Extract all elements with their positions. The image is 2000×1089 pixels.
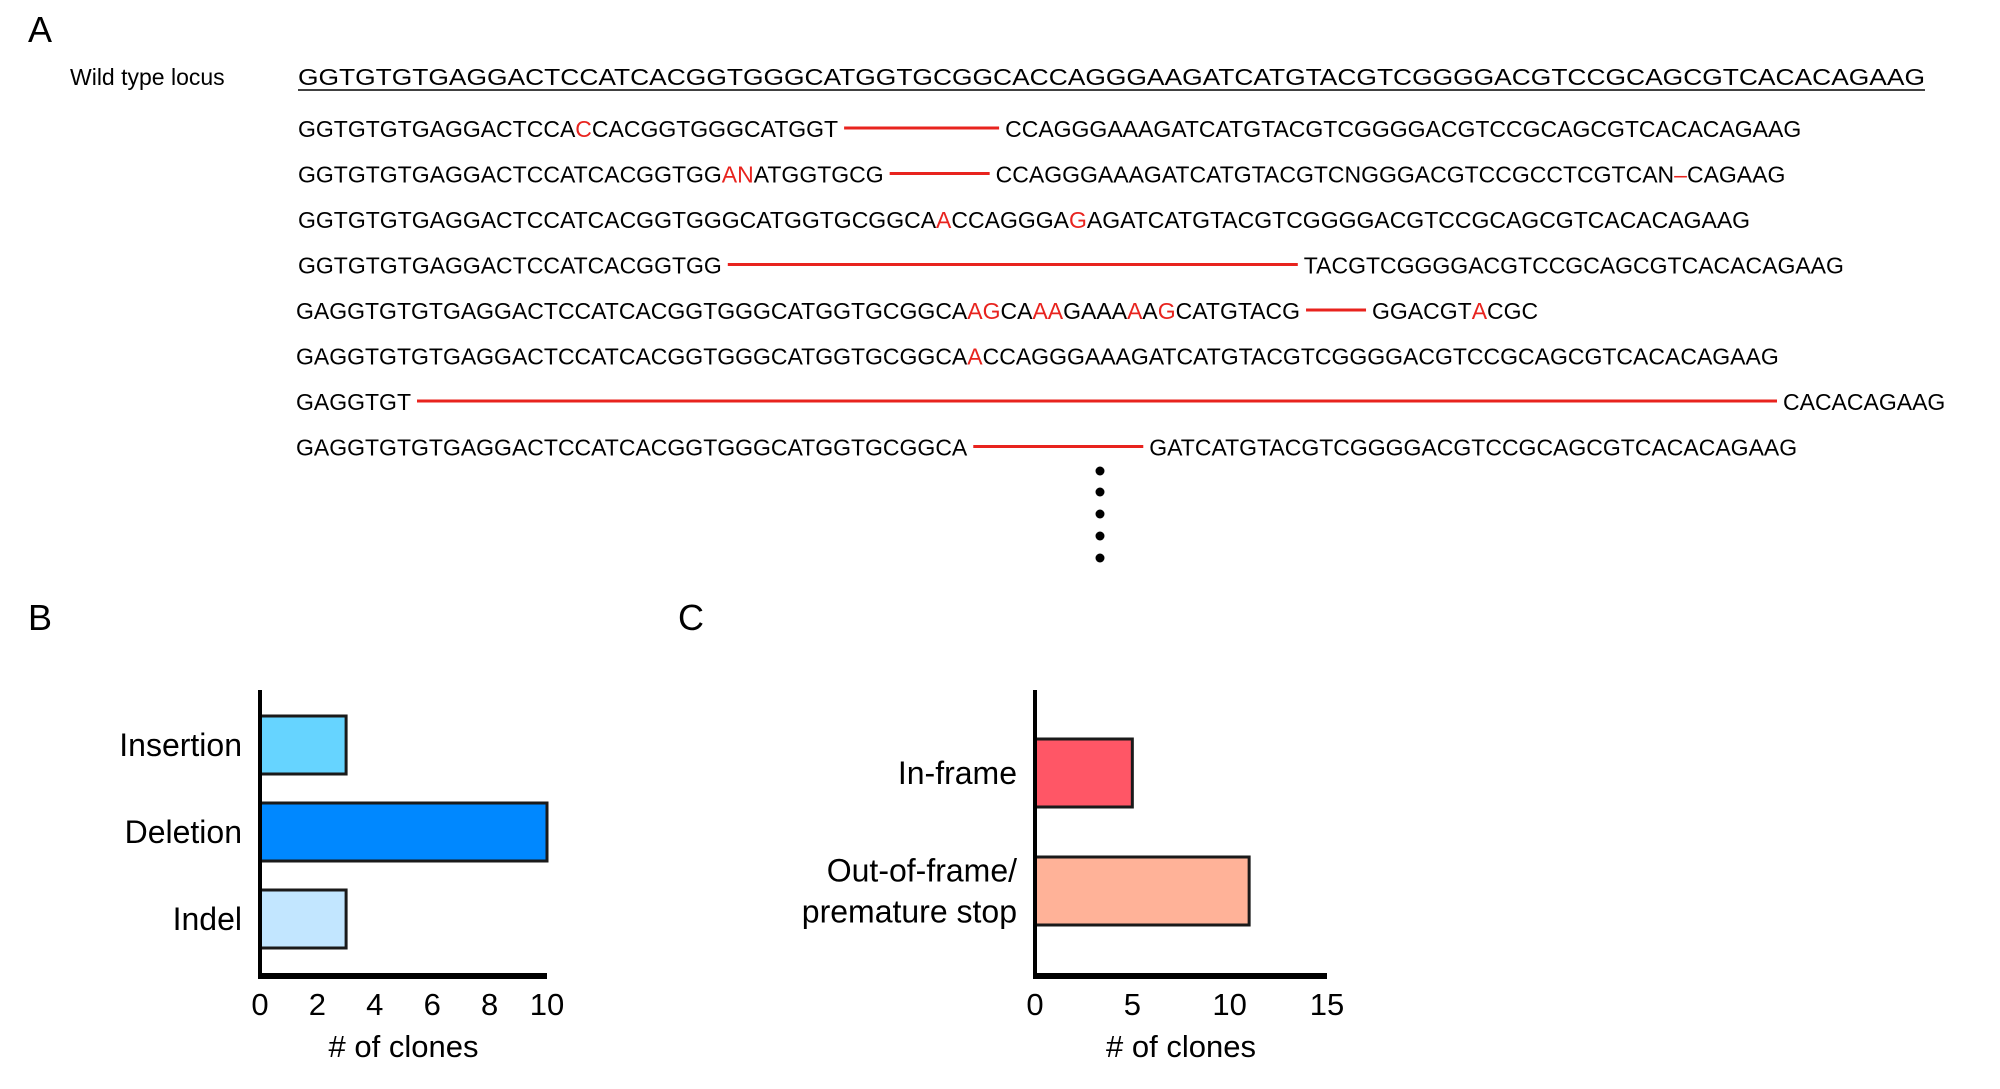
category-label: In-frame	[898, 755, 1017, 791]
category-label: Indel	[173, 901, 242, 937]
mutated-base: A	[967, 344, 983, 370]
x-tick-label: 8	[481, 987, 498, 1022]
wild-type-label: Wild type locus	[70, 64, 225, 90]
sequence-segment: CACGGTGGGCATGGT	[592, 116, 838, 142]
continuation-dot	[1095, 553, 1105, 563]
bar	[1033, 855, 1251, 927]
panel-letter-b: B	[28, 597, 52, 638]
category-label: Out-of-frame/	[827, 853, 1017, 889]
sequence-segment: GAGGTGTGTGAGGACTCCATCACGGTGGGCATGGTGCGGC…	[296, 344, 968, 370]
sequence-segment: GGTGTGTGAGGACTCCATCACGGTGG	[298, 253, 722, 279]
category-label: premature stop	[802, 894, 1017, 930]
sequence-segment: CATGTACG	[1176, 298, 1300, 324]
x-tick-label: 5	[1124, 987, 1141, 1022]
sequence-segment: ATGGTGCG	[754, 162, 884, 188]
continuation-dot	[1095, 487, 1105, 497]
bar	[258, 801, 549, 863]
sequence-segment: CACACAGAAG	[1783, 389, 1945, 415]
sequence-segment: GAAA	[1063, 298, 1128, 324]
x-tick-label: 2	[309, 987, 326, 1022]
sequence-segment: GATCATGTACGTCGGGGACGTCCGCAGCGTCACACAGAAG	[1149, 435, 1797, 461]
x-axis-title: # of clones	[329, 1029, 479, 1064]
continuation-dot	[1095, 531, 1105, 541]
continuation-dot	[1095, 509, 1105, 519]
sequence-segment: TACGTCGGGGACGTCCGCAGCGTCACACAGAAG	[1304, 253, 1844, 279]
x-axis-title: # of clones	[1106, 1029, 1256, 1064]
continuation-dot	[1095, 466, 1105, 476]
x-tick-label: 0	[251, 987, 268, 1022]
sequence-segment: CCAGGGAAAGATCATGTACGTCGGGGACGTCCGCAGCGTC…	[983, 344, 1779, 370]
mutated-base: AA	[1032, 298, 1063, 324]
bar	[258, 888, 348, 950]
mutant-row: GAGGTGTGTGAGGACTCCATCACGGTGGGCATGGTGCGGC…	[296, 435, 1797, 461]
sequence-segment: A	[1142, 298, 1158, 324]
sequence-segment: GGTGTGTGAGGACTCCATCACGGTGG	[298, 162, 722, 188]
bar	[1033, 737, 1134, 809]
mutated-base: A	[1472, 298, 1488, 324]
mutant-row: GAGGTGTGTGAGGACTCCATCACGGTGGGCATGGTGCGGC…	[296, 298, 1538, 324]
mutated-base: AN	[722, 162, 754, 188]
sequence-segment: GGTGTGTGAGGACTCCA	[298, 116, 576, 142]
panel-letter-c: C	[678, 597, 704, 638]
x-tick-label: 10	[1212, 987, 1246, 1022]
mutated-base: C	[575, 116, 592, 142]
sequence-segment: GAGGTGT	[296, 389, 411, 415]
category-label: Deletion	[125, 814, 242, 850]
mutant-row: GAGGTGT CACACAGAAG	[296, 389, 1945, 415]
mutant-row: GAGGTGTGTGAGGACTCCATCACGGTGGGCATGGTGCGGC…	[296, 344, 1779, 370]
mutated-base: AG	[967, 298, 1000, 324]
sequence-segment: CAGAAG	[1687, 162, 1785, 188]
x-tick-label: 4	[366, 987, 383, 1022]
sequence-segment: AGATCATGTACGTCGGGGACGTCCGCAGCGTCACACAGAA…	[1087, 207, 1750, 233]
sequence-segment: CA	[1001, 298, 1034, 324]
panel-letter-a: A	[28, 9, 52, 50]
sequence-segment: GGTGTGTGAGGACTCCATCACGGTGGGCATGGTGCGGCA	[298, 207, 937, 233]
mutated-base: A	[936, 207, 952, 233]
category-label: Insertion	[119, 727, 242, 763]
sequence-segment: CCAGGGAAAGATCATGTACGTCGGGGACGTCCGCAGCGTC…	[1005, 116, 1801, 142]
panel-a: A Wild type locus GGTGTGTGAGGACTCCATCACG…	[28, 9, 1945, 563]
x-tick-label: 6	[424, 987, 441, 1022]
continuation-dots	[1095, 466, 1105, 563]
x-tick-label: 15	[1310, 987, 1344, 1022]
mutated-base: A	[1127, 298, 1143, 324]
sequence-segment: CCAGGGA	[951, 207, 1069, 233]
sequence-segment: CGC	[1487, 298, 1538, 324]
mutated-base: G	[1158, 298, 1176, 324]
wild-type-sequence: GGTGTGTGAGGACTCCATCACGGTGGGCATGGTGCGGCAC…	[298, 64, 1925, 90]
sequence-segment: GGACGT	[1372, 298, 1472, 324]
x-tick-label: 0	[1026, 987, 1043, 1022]
bar	[258, 714, 348, 776]
sequence-segment: GAGGTGTGTGAGGACTCCATCACGGTGGGCATGGTGCGGC…	[296, 298, 968, 324]
sequence-segment: CCAGGGAAAGATCATGTACGTCNGGGACGTCCGCCTCGTC…	[996, 162, 1675, 188]
mutant-row: GGTGTGTGAGGACTCCATCACGGTGG TACGTCGGGGACGT…	[298, 253, 1844, 279]
mutated-base: –	[1674, 162, 1687, 188]
x-tick-label: 10	[530, 987, 564, 1022]
sequence-segment: GAGGTGTGTGAGGACTCCATCACGGTGGGCATGGTGCGGC…	[296, 435, 968, 461]
mutated-base: G	[1069, 207, 1087, 233]
